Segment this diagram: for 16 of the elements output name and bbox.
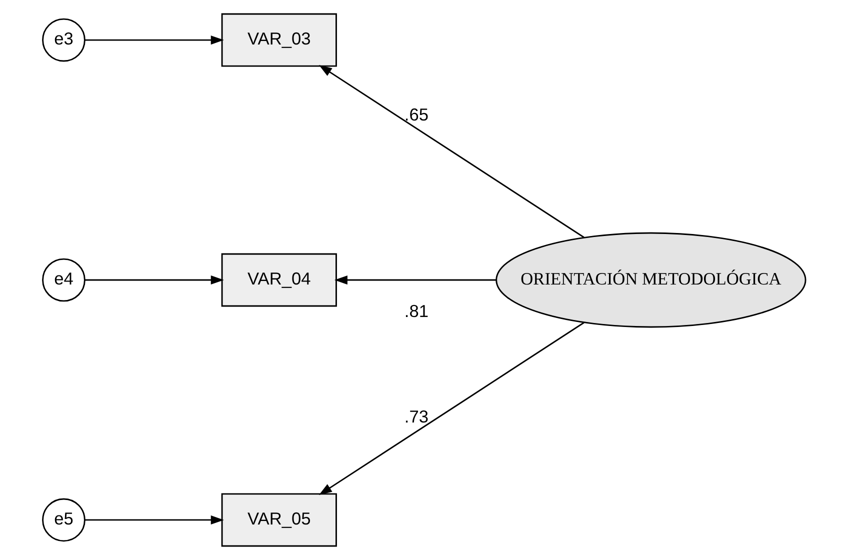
edge-label: .65 bbox=[404, 104, 428, 124]
node-circle: e5 bbox=[42, 498, 86, 542]
node-ellipse: ORIENTACIÓN METODOLÓGICA bbox=[496, 232, 806, 328]
edge-label: .81 bbox=[404, 301, 428, 322]
arrow bbox=[84, 275, 224, 285]
arrow bbox=[84, 35, 224, 45]
node-box: VAR_03 bbox=[221, 13, 337, 67]
node-circle: e3 bbox=[42, 18, 86, 62]
node-circle: e4 bbox=[42, 258, 86, 302]
arrow bbox=[318, 322, 584, 496]
arrow bbox=[334, 275, 496, 285]
arrow bbox=[318, 64, 584, 238]
node-box: VAR_04 bbox=[221, 253, 337, 307]
arrow bbox=[84, 515, 224, 525]
node-box: VAR_05 bbox=[221, 493, 337, 547]
edge-label: .73 bbox=[404, 406, 428, 427]
